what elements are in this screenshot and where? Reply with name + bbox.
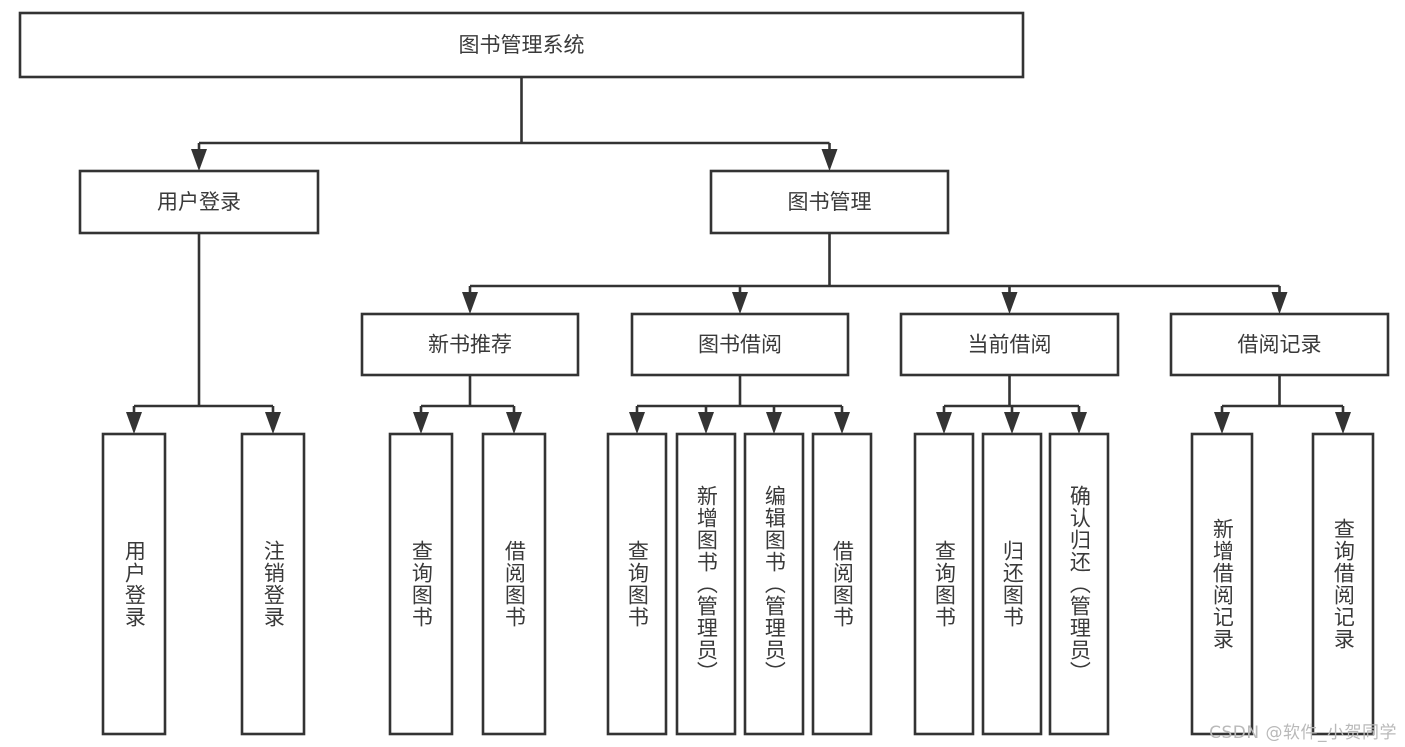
node-box-leaf-add-borrow-record[interactable] <box>1190 432 1254 736</box>
node-label-book-borrow: 图书借阅 <box>698 333 782 357</box>
node-box-leaf-edit-book[interactable] <box>743 432 805 736</box>
arrow-head-icon <box>1214 412 1230 434</box>
arrow-head-icon <box>834 412 850 434</box>
connector-group <box>462 233 1288 314</box>
node-label-current-borrow: 当前借阅 <box>968 333 1052 357</box>
arrow-head-icon <box>413 412 429 434</box>
connector-group <box>629 375 850 434</box>
node-box-book-management[interactable] <box>709 169 950 235</box>
node-box-leaf-query-book-borrow[interactable] <box>606 432 668 736</box>
node-box-leaf-borrow-book[interactable] <box>811 432 873 736</box>
connector-group <box>126 233 281 434</box>
arrow-head-icon <box>821 149 838 171</box>
node-box-root[interactable] <box>18 11 1025 79</box>
node-label-new-book-recommend: 新书推荐 <box>428 333 512 357</box>
arrow-head-icon <box>1001 292 1018 314</box>
connector-group <box>1214 375 1351 434</box>
connector-group <box>936 375 1087 434</box>
node-box-leaf-return-book[interactable] <box>981 432 1043 736</box>
node-box-new-book-recommend[interactable] <box>360 312 580 377</box>
node-box-leaf-add-book[interactable] <box>675 432 737 736</box>
arrow-head-icon <box>506 412 522 434</box>
arrow-head-icon <box>698 412 714 434</box>
connector-group <box>191 77 838 171</box>
node-box-layer <box>18 11 1390 736</box>
node-box-leaf-user-login[interactable] <box>101 432 167 736</box>
node-label-root: 图书管理系统 <box>459 33 585 57</box>
node-box-user-login[interactable] <box>78 169 320 235</box>
arrow-head-icon <box>732 292 748 314</box>
csdn-watermark: CSDN @软件_小贺同学 <box>1209 723 1397 743</box>
node-box-book-borrow[interactable] <box>630 312 850 377</box>
arrow-head-icon <box>1335 412 1351 434</box>
connector-group <box>413 375 522 434</box>
arrow-head-icon <box>1071 412 1087 434</box>
node-label-user-login: 用户登录 <box>157 190 241 214</box>
connector-layer <box>126 77 1351 434</box>
node-box-leaf-query-book-recommend[interactable] <box>388 432 454 736</box>
node-box-leaf-borrow-book-recommend[interactable] <box>481 432 547 736</box>
arrow-head-icon <box>1271 292 1288 314</box>
node-label-book-management: 图书管理 <box>788 190 872 214</box>
arrow-head-icon <box>936 412 952 434</box>
arrow-head-icon <box>766 412 782 434</box>
node-label-borrow-record: 借阅记录 <box>1238 333 1322 357</box>
arrow-head-icon <box>462 292 478 314</box>
node-box-leaf-query-book-current[interactable] <box>913 432 975 736</box>
node-box-current-borrow[interactable] <box>899 312 1120 377</box>
arrow-head-icon <box>126 412 142 434</box>
arrow-head-icon <box>191 149 207 171</box>
node-box-leaf-query-borrow-record[interactable] <box>1311 432 1375 736</box>
arrow-head-icon <box>265 412 281 434</box>
node-box-borrow-record[interactable] <box>1169 312 1390 377</box>
arrow-head-icon <box>629 412 645 434</box>
node-box-leaf-user-logout[interactable] <box>240 432 306 736</box>
arrow-head-icon <box>1004 412 1020 434</box>
node-box-leaf-confirm-return[interactable] <box>1048 432 1110 736</box>
